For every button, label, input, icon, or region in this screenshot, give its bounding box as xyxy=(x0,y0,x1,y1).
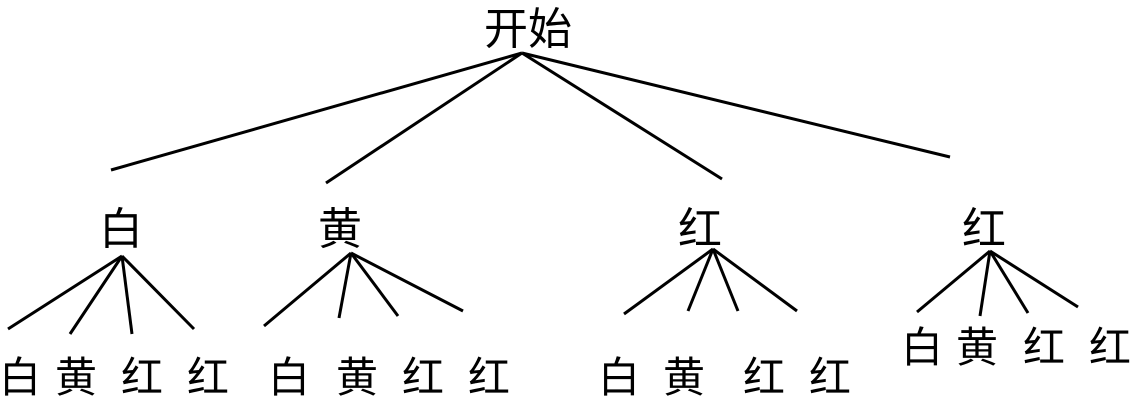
edge-yellow-to-leaf-1 xyxy=(263,251,352,328)
edge-red2-to-leaf-4 xyxy=(989,249,1079,309)
leaf-yellow-3: 红 xyxy=(402,353,444,401)
leaf-white-1: 白 xyxy=(0,353,41,401)
edge-yellow-to-leaf-3 xyxy=(349,252,400,317)
leaf-red2-3: 红 xyxy=(1023,323,1065,372)
leaf-red1-1: 白 xyxy=(598,353,640,401)
edge-red1-to-leaf-2 xyxy=(686,248,715,312)
leaf-white-3: 红 xyxy=(121,353,163,401)
leaf-red2-2: 黄 xyxy=(956,323,998,372)
edge-red1-to-leaf-4 xyxy=(712,247,798,313)
leaf-white-4: 红 xyxy=(187,353,229,401)
edge-white-to-leaf-2 xyxy=(68,255,124,335)
edge-yellow-to-leaf-4 xyxy=(350,251,464,313)
edge-red2-to-leaf-3 xyxy=(988,250,1030,314)
edge-white-to-leaf-4 xyxy=(120,254,196,331)
leaf-red1-3: 红 xyxy=(743,353,785,401)
edge-root-to-white xyxy=(110,51,523,172)
tree-labels: 开始 白 黄 红 红 白 黄 红 红 白 黄 红 红 白 黄 红 红 白 黄 红… xyxy=(0,4,1131,401)
edge-root-to-red-1 xyxy=(521,51,723,181)
level1-node-red-1: 红 xyxy=(678,204,722,255)
edge-white-to-leaf-3 xyxy=(120,255,134,335)
leaf-red2-1: 白 xyxy=(901,323,943,372)
level1-node-red-2: 红 xyxy=(962,204,1006,255)
edge-root-to-red-2 xyxy=(521,51,951,159)
level1-node-yellow: 黄 xyxy=(318,204,362,255)
leaf-white-2: 黄 xyxy=(55,353,97,401)
root-node-label: 开始 xyxy=(484,4,572,55)
leaf-red1-2: 黄 xyxy=(663,353,705,401)
level1-node-white: 白 xyxy=(99,204,143,255)
tree-edges xyxy=(7,51,1079,335)
edge-white-to-leaf-1 xyxy=(7,254,123,331)
leaf-red2-4: 红 xyxy=(1089,323,1131,372)
edge-red1-to-leaf-3 xyxy=(711,248,740,312)
edge-red2-to-leaf-2 xyxy=(978,250,992,317)
leaf-yellow-2: 黄 xyxy=(336,353,378,401)
edge-red2-to-leaf-1 xyxy=(916,249,991,314)
leaf-yellow-1: 白 xyxy=(268,353,310,401)
leaf-yellow-4: 红 xyxy=(468,353,510,401)
leaf-red1-4: 红 xyxy=(809,353,851,401)
edge-root-to-yellow xyxy=(325,51,523,185)
edge-yellow-to-leaf-2 xyxy=(337,252,353,319)
edge-red1-to-leaf-1 xyxy=(623,247,714,316)
